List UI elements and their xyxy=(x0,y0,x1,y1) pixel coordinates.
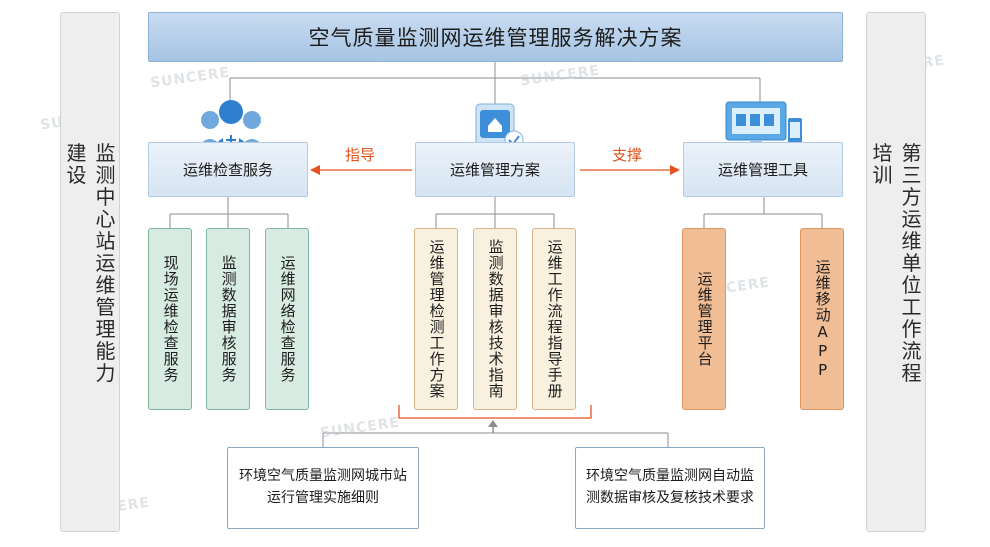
right-panel-text: 第三方运维单位工作流程培训 xyxy=(869,142,922,385)
column-onsite-inspection: 现场运维检查服务 xyxy=(148,228,192,410)
monitor-tools-icon xyxy=(722,98,806,154)
column-work-plan: 运维管理检测工作方案 xyxy=(414,228,458,410)
right-side-panel: 第三方运维单位工作流程培训 xyxy=(866,12,926,532)
left-side-panel: 监测中心站运维管理能力建设 xyxy=(60,12,120,532)
left-panel-text: 监测中心站运维管理能力建设 xyxy=(63,142,116,385)
column-network-inspection: 运维网络检查服务 xyxy=(265,228,309,410)
arrow-label-support: 支撑 xyxy=(612,146,643,164)
column-data-audit: 监测数据审核服务 xyxy=(206,228,250,410)
column-mobile-app: 运维移动APP xyxy=(800,228,844,410)
head-management-tools: 运维管理工具 xyxy=(683,142,843,197)
head-inspection-service: 运维检查服务 xyxy=(148,142,308,197)
diagram-title: 空气质量监测网运维管理服务解决方案 xyxy=(148,12,843,62)
head-management-plan: 运维管理方案 xyxy=(415,142,575,197)
column-management-platform: 运维管理平台 xyxy=(682,228,726,410)
reference-city-station-rules: 环境空气质量监测网城市站运行管理实施细则 xyxy=(227,447,419,529)
reference-data-audit-requirements: 环境空气质量监测网自动监测数据审核及复核技术要求 xyxy=(575,447,765,529)
column-audit-guide: 监测数据审核技术指南 xyxy=(473,228,517,410)
column-workflow-manual: 运维工作流程指导手册 xyxy=(532,228,576,410)
arrow-label-guide: 指导 xyxy=(345,146,376,164)
management-plan-icon xyxy=(470,98,532,154)
